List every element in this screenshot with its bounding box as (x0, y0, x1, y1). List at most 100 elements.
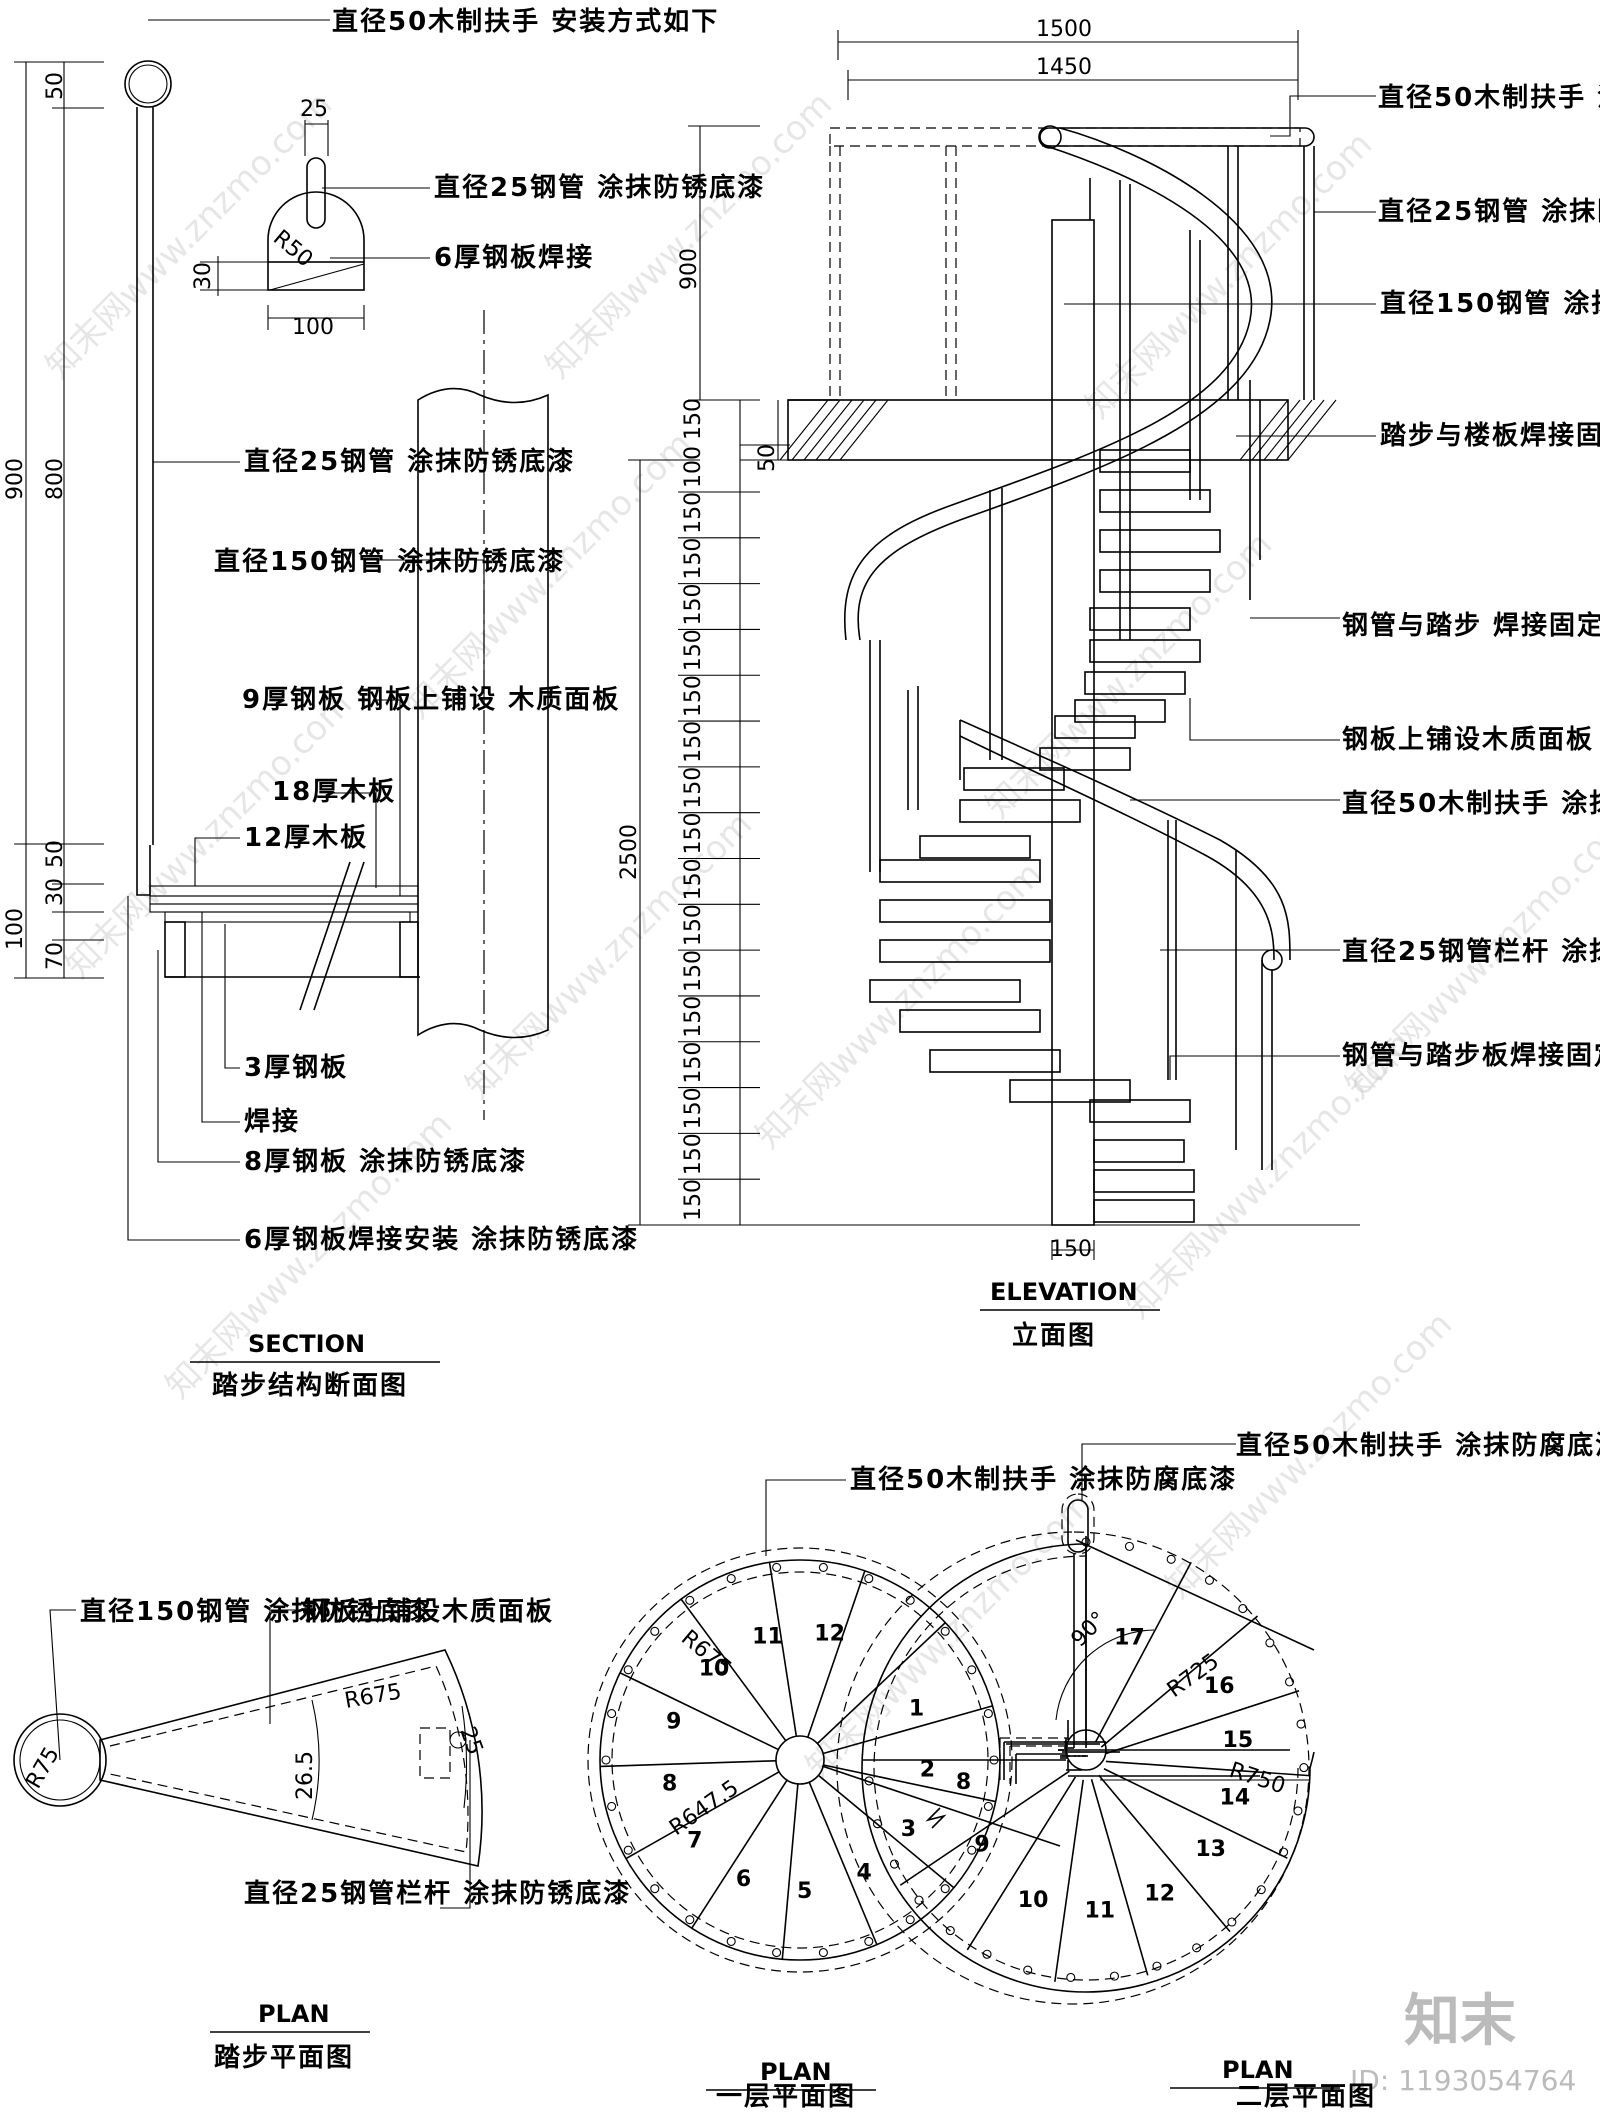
hatch-line (1263, 399, 1313, 461)
dim-step-height: 150 (681, 1179, 706, 1221)
hatch-line (791, 399, 841, 461)
bolt-dot (1192, 1943, 1202, 1953)
dim-900: 900 (3, 458, 28, 500)
plan-radial (966, 1776, 1077, 1951)
bolt-dot (1066, 1972, 1076, 1983)
bolt-dot (818, 1948, 828, 1958)
bolt-dot (864, 1574, 874, 1584)
bolt-dot (1023, 1965, 1033, 1975)
hatch-line (779, 399, 829, 461)
plan-step-number: 14 (1220, 1785, 1251, 1810)
bolt-dot (940, 1626, 950, 1636)
svg-text:直径50木制扶手 安装方式如下: 直径50木制扶手 安装方式如下 (332, 6, 719, 37)
label-angle-8: 8厚钢板 涂抹防锈底漆 (244, 1146, 527, 1177)
plan-radial (1100, 1615, 1259, 1748)
tread (1089, 1099, 1191, 1123)
label-column: 直径150钢管 涂抹防锈底漆 (80, 1596, 431, 1627)
bolt-dot (864, 1776, 874, 1786)
plan-radial (823, 1764, 996, 1803)
plan-step-number: 12 (1144, 1881, 1175, 1906)
plan-radial (1103, 1768, 1288, 1859)
label-fixing: 钢管与踏步 焊接固定安装 (1342, 610, 1600, 641)
label-plate: 6厚钢板焊接 (434, 243, 594, 273)
label-baluster: 直径25钢管栏杆 涂抹防锈底漆 (244, 1878, 631, 1909)
dim-30-low: 30 (43, 878, 68, 906)
hatch-line (815, 399, 865, 461)
dim-r50: R50 (268, 225, 317, 272)
plan-step-number: 1 (909, 1696, 924, 1721)
label-handrail: 直径50木制扶手 涂抹防腐底漆 (850, 1464, 1237, 1495)
plan-radial (816, 1622, 946, 1745)
tread (1089, 607, 1191, 631)
bolt-dot (818, 1562, 828, 1572)
bolt-dot (623, 1665, 633, 1675)
label-weld: 焊接 (244, 1107, 300, 1137)
plan-radial (1090, 1779, 1149, 1976)
bolt-dot (1296, 1719, 1306, 1729)
plan-step-number: 17 (1114, 1625, 1145, 1650)
bolt-dot (1279, 1847, 1289, 1857)
plan-step-number: 10 (699, 1656, 730, 1681)
bolt-dot (726, 1574, 736, 1584)
bolt-dot (983, 1709, 993, 1719)
hatch-line (827, 399, 877, 461)
label-handrail: 直径50木制扶手 涂抹防腐底漆 (1236, 1430, 1600, 1461)
dim-step-height: 150 (681, 950, 706, 992)
dim-25: 25 (454, 1724, 487, 1759)
dim-r75: R75 (22, 1743, 65, 1793)
dim-100: 100 (681, 446, 706, 488)
plan-upper-title-en: PLAN (1222, 2056, 1294, 2084)
label-handrail: 直径50木制扶手 涂抹防腐底漆 (1378, 82, 1600, 113)
bolt-dot (914, 1895, 924, 1905)
hatch-line (1239, 399, 1289, 461)
bolt-dot (1299, 1763, 1309, 1773)
label-tread: 钢板上铺设木质面板 (1342, 725, 1594, 755)
tread (1099, 449, 1191, 473)
elevation-title-cn: 立面图 (1012, 1320, 1096, 1351)
plan-step-number: 15 (1223, 1728, 1254, 1753)
dim-50-top: 50 (43, 72, 68, 100)
bolt-dot (650, 1626, 660, 1636)
tread (959, 799, 1081, 823)
dim-step-height: 150 (681, 492, 706, 534)
bolt-dot (945, 1926, 955, 1936)
tread (1093, 1169, 1195, 1193)
label-tread: 钢板上铺设木质面板 (302, 1597, 554, 1627)
tread (1093, 1199, 1195, 1223)
section-title-en: SECTION (248, 1330, 365, 1358)
plan-radial (768, 1562, 798, 1737)
dim-30: 30 (191, 262, 216, 290)
plan-step-number: 9 (974, 1833, 989, 1858)
label-handrail: 直径50木制扶手 安装方式如下 (332, 6, 719, 37)
hatch-line (1275, 399, 1325, 461)
dim-step-height: 150 (681, 996, 706, 1038)
bolt-dot (685, 1595, 695, 1605)
tread (929, 1049, 1061, 1073)
elevation-title-en: ELEVATION (990, 1278, 1138, 1306)
label-spiral: 钢管与踏步板焊接固定 (1342, 1040, 1600, 1071)
plan-step-number: 11 (752, 1625, 783, 1650)
plan-step-number: 7 (687, 1828, 702, 1853)
tread (879, 899, 1051, 923)
label-baluster: 直径25钢管 涂抹防锈底漆 (244, 446, 575, 477)
plan-tread-title-cn: 踏步平面图 (214, 2042, 354, 2073)
plan-upper-title-cn: 二层平面图 (1236, 2082, 1377, 2112)
dim-150-top: 150 (681, 398, 706, 440)
dim-step-height: 150 (681, 721, 706, 763)
tread (1099, 569, 1211, 593)
label-column: 直径150钢管 涂抹防锈底漆 (214, 546, 565, 577)
label-board-9: 9厚钢板 钢板上铺设 木质面板 (242, 685, 620, 715)
plan-step-number: 2 (920, 1758, 935, 1783)
watermark-text: 知末网www.znzmo.com (458, 804, 760, 1106)
bolt-dot (864, 1936, 874, 1946)
section-view: 50 900 800 50 30 70 100 25 R50 30 100 (3, 6, 763, 1401)
bolt-dot (685, 1915, 695, 1925)
label-board-3: 3厚钢板 (244, 1053, 348, 1083)
tread (899, 1009, 1041, 1033)
dim-step-height: 150 (681, 767, 706, 809)
plan-step-number: 8 (662, 1772, 677, 1797)
plan-radial (1098, 1774, 1231, 1933)
tread (1099, 489, 1211, 513)
plan-step-number: 16 (1204, 1674, 1235, 1699)
